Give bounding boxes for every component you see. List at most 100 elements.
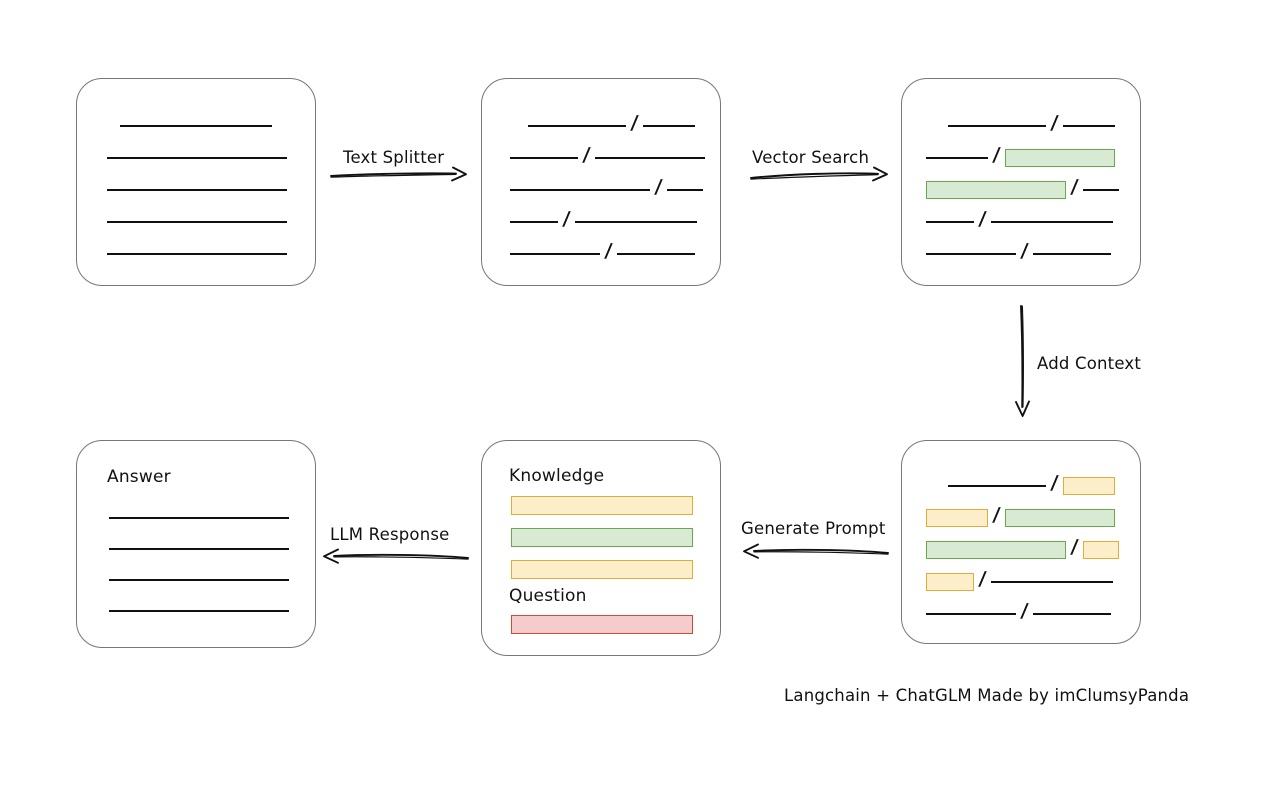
text-line-segment [643,125,695,127]
retrieved-chunk-highlight [1004,509,1115,527]
chunk-separator: / [1069,535,1080,558]
card-vector-hits[interactable]: / / / / / [901,78,1141,286]
arrow-label-vector-search: Vector Search [752,148,870,167]
context-chunks-rows: / / / / / [902,441,1140,643]
chunk-separator: / [1049,111,1060,134]
document-line [77,243,315,265]
chunk-separator: / [1049,471,1060,494]
arrow-label-llm-response: LLM Response [330,525,450,544]
document-line [77,211,315,233]
chunk-line: / [902,599,1140,625]
generate-prompt-arrow-icon [743,543,889,559]
question-bar [511,615,693,634]
text-line-segment [1032,613,1111,615]
chunk-line: / [902,111,1140,137]
arrow-vector-search [750,162,890,188]
knowledge-bar [511,560,693,579]
card-source-document[interactable] [76,78,316,286]
card-prompt[interactable]: Knowledge Question [481,440,721,656]
chunk-separator: / [1019,239,1030,262]
text-line-segment [510,221,558,223]
arrow-llm-response [320,545,470,571]
vector-hits-rows: / / / / / [902,79,1140,285]
text-line-segment [107,157,287,159]
retrieved-chunk-highlight [926,541,1066,559]
answer-line [109,517,289,519]
chunk-line: / [902,567,1140,593]
text-line-segment [594,157,705,159]
chunk-separator: / [603,239,614,262]
split-chunks-rows: / / / / / [482,79,720,285]
answer-label: Answer [107,467,171,487]
text-line-segment [990,221,1113,223]
chunk-line: / [902,239,1140,265]
text-line-segment [616,253,695,255]
chunk-line: / [482,176,720,201]
text-line-segment [120,125,272,127]
question-label: Question [509,586,587,606]
text-line-segment [926,157,988,159]
answer-line [109,548,289,550]
text-splitter-arrow-icon [330,166,467,182]
footer-credit: Langchain + ChatGLM Made by imClumsyPand… [784,686,1190,705]
arrow-label-generate-prompt: Generate Prompt [741,519,886,538]
source-document-rows [77,79,315,285]
chunk-line: / [902,535,1140,561]
chunk-line: / [482,111,720,137]
arrow-label-add-context: Add Context [1037,354,1142,373]
chunk-line: / [482,143,720,169]
text-line-segment [926,253,1016,255]
add-context-arrow-icon [1015,305,1030,417]
card-split-chunks[interactable]: / / / / / [481,78,721,286]
answer-line [109,610,289,612]
llm-response-arrow-icon [323,548,469,564]
answer-line [109,579,289,581]
chunk-separator: / [977,207,988,230]
text-line-segment [574,221,697,223]
text-line-segment [1032,253,1111,255]
chunk-separator: / [581,143,592,166]
text-line-segment [510,157,578,159]
text-line-segment [948,125,1047,127]
context-chunk-highlight [926,509,988,527]
context-chunk-highlight [1063,477,1115,495]
chunk-line: / [902,175,1140,201]
arrow-label-text-splitter: Text Splitter [343,148,445,167]
chunk-separator: / [561,207,572,230]
knowledge-bar [511,496,693,515]
chunk-separator: / [1069,175,1080,198]
retrieved-chunk-highlight [1004,149,1115,167]
card-answer[interactable]: Answer [76,440,316,648]
knowledge-bar [511,528,693,547]
arrow-text-splitter [330,162,470,188]
chunk-line: / [902,471,1140,497]
chunk-separator: / [977,567,988,590]
context-chunk-highlight [926,573,974,591]
vector-search-arrow-icon [750,166,888,182]
text-line-segment [107,253,287,255]
chunk-separator: / [1019,599,1030,622]
text-line-segment [510,253,600,255]
text-line-segment [666,189,703,191]
chunk-separator: / [629,111,640,134]
text-line-segment [948,485,1047,487]
chunk-separator: / [991,143,1002,166]
document-line [77,147,315,169]
text-line-segment [1082,189,1119,191]
chunk-line: / [902,143,1140,169]
chunk-line: / [902,207,1140,233]
text-line-segment [926,613,1016,615]
text-line-segment [528,125,627,127]
chunk-line: / [482,207,720,233]
text-line-segment [990,581,1113,583]
arrow-add-context [1010,305,1040,420]
chunk-line: / [482,239,720,265]
card-context-chunks[interactable]: / / / / / [901,440,1141,644]
document-line [77,115,315,137]
text-line-segment [107,221,287,223]
document-line [77,179,315,201]
retrieved-chunk-highlight [926,181,1066,199]
text-line-segment [107,189,287,191]
chunk-line: / [902,504,1140,529]
